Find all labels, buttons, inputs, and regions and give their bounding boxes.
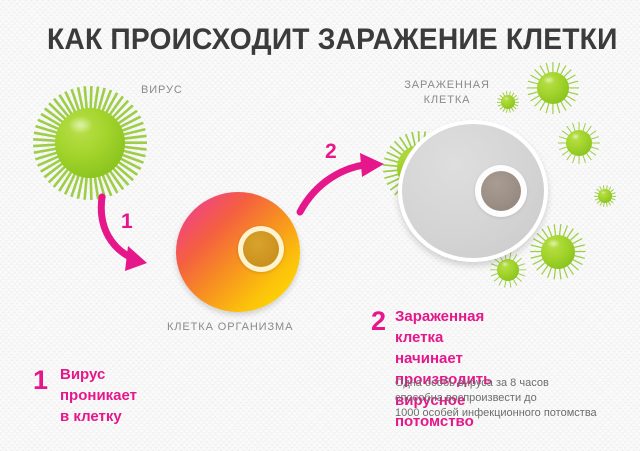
callout-step-1-number: 1 [33,365,49,395]
callout-step-2-text: Зараженная клетка начинает производить в… [395,308,493,430]
virus-2-highlight [503,96,509,101]
virus-5 [530,224,586,280]
virus-2 [496,90,520,114]
virus-6-highlight [501,261,510,268]
arrow-step-2-icon [296,153,384,216]
body-cell-nucleus [243,231,279,267]
virus-5-highlight [547,238,560,248]
virus-main [33,86,147,200]
virus-3-highlight [570,132,581,140]
label-virus: ВИРУС [141,84,183,96]
footnote-text: Одна особь вируса за 8 часов способна во… [395,377,597,419]
virus-1-highlight [543,75,555,84]
arrow-step-1-icon [97,193,147,271]
callout-step-2-number: 2 [371,306,387,336]
callout-step-1-text: Вирус проникает в клетку [60,366,138,425]
label-body-cell: КЛЕТКА ОРГАНИЗМА [167,321,294,333]
virus-1 [527,62,579,114]
infected-cell-nucleus [481,171,521,211]
label-infected-cell: ЗАРАЖЕННАЯ КЛЕТКА [404,79,490,106]
arrow-step-1-number: 1 [121,210,133,233]
virus-main-highlight [68,115,94,134]
page-title: КАК ПРОИСХОДИТ ЗАРАЖЕНИЕ КЛЕТКИ [47,23,618,56]
arrow-step-2-number: 2 [325,140,337,163]
virus-4 [593,184,617,208]
virus-4-highlight [600,190,606,195]
virus-6 [490,252,526,288]
virus-3 [557,121,601,165]
